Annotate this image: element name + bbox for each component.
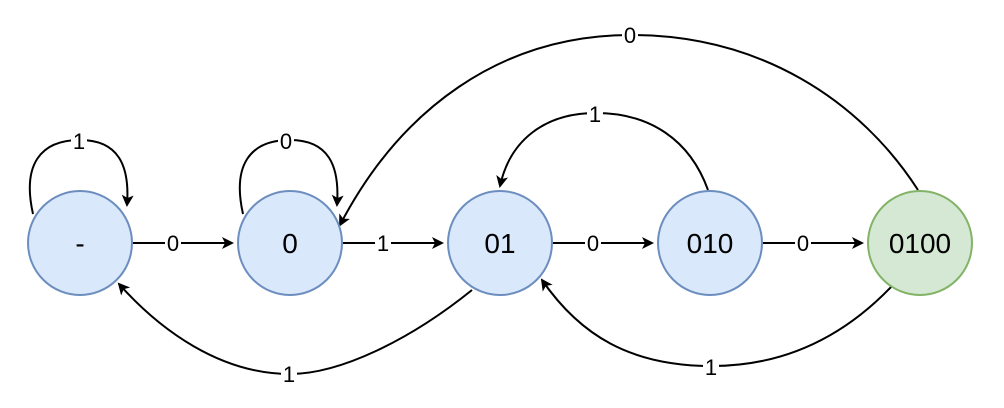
state-circle (867, 190, 973, 296)
state-circle (27, 190, 133, 296)
edge-label: 1 (283, 362, 295, 387)
edge-01-to-010: 0 (553, 231, 654, 256)
edge-label: 0 (280, 129, 292, 154)
edge-label: 1 (73, 129, 85, 154)
state-0[interactable]: 0 (237, 190, 343, 296)
edge-label: 0 (624, 23, 636, 48)
state-label: 0100 (889, 228, 951, 259)
state-label: 01 (484, 228, 515, 259)
states: - 0 01 010 0100 (27, 190, 973, 296)
edge-label: 1 (377, 231, 389, 256)
state-circle (237, 190, 343, 296)
state-0100-accepting[interactable]: 0100 (867, 190, 973, 296)
edge-0-to-01: 1 (343, 231, 444, 256)
edge-01-to-empty: 1 (117, 282, 473, 387)
edge-label: 0 (167, 231, 179, 256)
state-empty[interactable]: - (27, 190, 133, 296)
state-010[interactable]: 010 (657, 190, 763, 296)
edge-0100-to-01: 1 (540, 278, 892, 380)
edge-0100-to-0: 0 (339, 23, 919, 227)
edge-label: 0 (797, 231, 809, 256)
edge-010-to-0100: 0 (763, 231, 864, 256)
state-01[interactable]: 01 (447, 190, 553, 296)
edge-label: 0 (587, 231, 599, 256)
edge-empty-to-0: 0 (133, 231, 234, 256)
edge-0-self-loop: 0 (238, 129, 344, 215)
state-circle (657, 190, 763, 296)
state-label: - (75, 228, 84, 259)
edge-label: 1 (705, 355, 717, 380)
edge-010-to-01: 1 (496, 102, 709, 191)
edges: 1 0 0 1 0 0 (28, 23, 919, 387)
state-label: 010 (687, 228, 734, 259)
state-circle (447, 190, 553, 296)
state-label: 0 (282, 228, 298, 259)
edge-label: 1 (589, 102, 601, 127)
edge-empty-self-loop: 1 (28, 129, 134, 215)
